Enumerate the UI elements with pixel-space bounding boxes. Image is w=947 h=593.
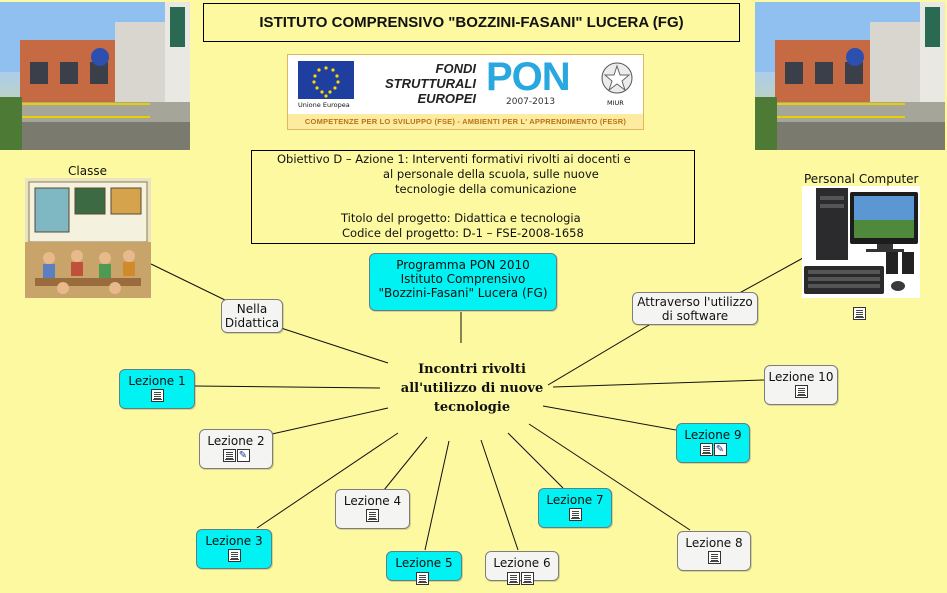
center-line1: Incontri rivolti [377,360,567,379]
document-icon[interactable] [853,307,866,320]
document-icon[interactable] [795,385,808,398]
node-lezione-8[interactable]: Lezione 8 [677,531,751,571]
line-lezione1 [195,386,380,388]
document-icon[interactable] [521,572,534,585]
page-title: ISTITUTO COMPRENSIVO "BOZZINI-FASANI" LU… [203,3,740,42]
objective-box: Obiettivo D – Azione 1: Interventi forma… [251,150,695,244]
node-lezione-9[interactable]: Lezione 9 ✎ [676,423,750,463]
pon-logo-banner: Unione Europea FONDI STRUTTURALI EUROPEI… [287,54,644,130]
lezione-7-label: Lezione 7 [539,489,611,507]
node-lezione-4[interactable]: Lezione 4 [335,489,410,529]
objective-line2: al personale della scuola, sulle nuove [383,167,599,182]
central-topic[interactable]: Incontri rivolti all'utilizzo di nuove t… [377,360,567,417]
line-classe-didattica [151,264,225,300]
node-lezione-5[interactable]: Lezione 5 [386,551,462,581]
presentation-icon[interactable]: ✎ [237,449,250,462]
lezione-5-label: Lezione 5 [387,552,461,570]
eu-flag-icon [298,61,354,99]
project-title: Titolo del progetto: Didattica e tecnolo… [341,211,581,226]
italy-emblem-icon [600,61,634,95]
software-line2: di software [633,309,757,323]
node-lezione-7[interactable]: Lezione 7 [538,488,612,528]
document-icon[interactable] [228,549,241,562]
node-lezione-1[interactable]: Lezione 1 [119,369,195,409]
lezione-4-label: Lezione 4 [336,490,409,508]
miur-label: MIUR [607,99,624,107]
node-lezione-2[interactable]: Lezione 2 ✎ [199,429,273,469]
line-didattica-center [281,328,388,363]
classroom-image[interactable] [25,178,151,298]
fondi-line2: STRUTTURALI [366,76,476,91]
center-line2: all'utilizzo di nuove [377,379,567,398]
node-lezione-3[interactable]: Lezione 3 [196,529,272,569]
pon-footer: COMPETENZE PER LO SVILUPPO (FSE) - AMBIE… [288,114,643,129]
project-code: Codice del progetto: D-1 – FSE-2008-1658 [342,226,584,241]
pon-wordmark: PON [486,57,570,97]
document-icon[interactable] [366,509,379,522]
lezione-8-label: Lezione 8 [678,532,750,550]
fondi-line3: EUROPEI [366,91,476,106]
pon-years: 2007-2013 [506,97,555,107]
didattica-line2: Didattica [222,316,282,330]
line-lezione5 [425,441,449,550]
program-node[interactable]: Programma PON 2010 Istituto Comprensivo … [369,253,557,311]
program-line3: "Bozzini-Fasani" Lucera (FG) [370,286,556,300]
program-line1: Programma PON 2010 [370,258,556,272]
document-icon[interactable] [507,572,520,585]
lezione-2-label: Lezione 2 [200,430,272,448]
presentation-icon[interactable]: ✎ [714,443,727,456]
school-photo-left [0,2,190,150]
pc-attachment[interactable] [853,305,866,324]
document-icon[interactable] [569,508,582,521]
line-lezione4 [384,437,427,490]
objective-line1: Obiettivo D – Azione 1: Interventi forma… [277,152,631,167]
lezione-1-label: Lezione 1 [120,370,194,388]
personal-computer-image[interactable] [802,186,920,298]
node-lezione-10[interactable]: Lezione 10 [764,365,838,405]
objective-line3: tecnologie della comunicazione [395,182,577,197]
document-icon[interactable] [151,389,164,402]
program-line2: Istituto Comprensivo [370,272,556,286]
lezione-10-label: Lezione 10 [765,366,837,384]
line-pc-software [734,258,803,296]
caption-personal-computer: Personal Computer [804,172,918,186]
center-line3: tecnologie [377,398,567,417]
caption-classe: Classe [68,164,107,178]
node-lezione-6[interactable]: Lezione 6 [485,551,559,581]
fondi-line1: FONDI [366,61,476,76]
software-line1: Attraverso l'utilizzo [633,295,757,309]
line-lezione10 [553,380,764,387]
document-icon[interactable] [700,443,713,456]
eu-label: Unione Europea [298,101,350,109]
lezione-6-label: Lezione 6 [486,552,558,570]
line-lezione6 [481,440,518,550]
node-software[interactable]: Attraverso l'utilizzo di software [632,292,758,325]
document-icon[interactable] [416,572,429,585]
lezione-3-label: Lezione 3 [197,530,271,548]
document-icon[interactable] [708,551,721,564]
didattica-line1: Nella [222,302,282,316]
lezione-9-label: Lezione 9 [677,424,749,442]
school-photo-right [755,2,945,150]
document-icon[interactable] [223,449,236,462]
node-nella-didattica[interactable]: Nella Didattica [221,299,283,333]
line-lezione2 [272,408,388,434]
